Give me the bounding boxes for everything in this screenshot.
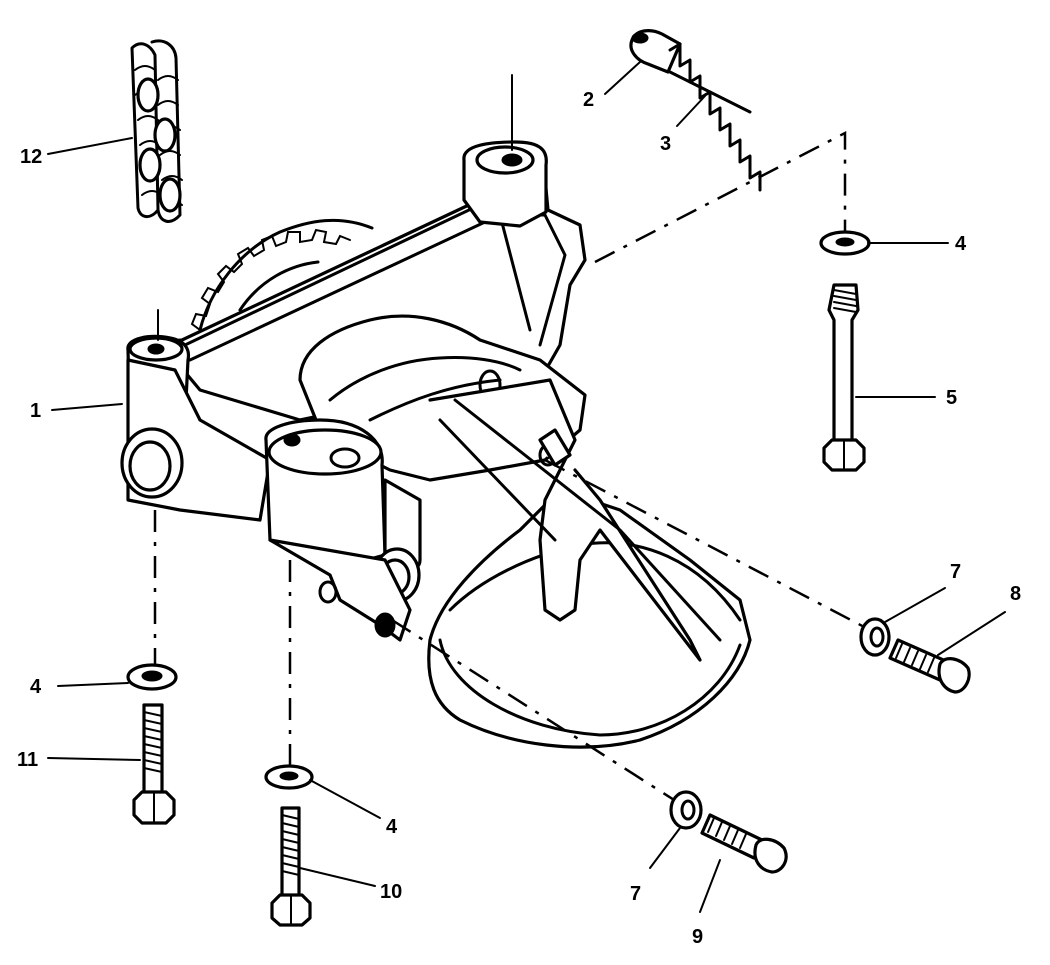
callout-4-left: 4: [30, 676, 42, 698]
relief-valve-plunger: [629, 29, 682, 74]
washer-top-right: [819, 230, 871, 256]
bolt-right-upper: [888, 638, 971, 694]
callout-4-top-right: 4: [955, 233, 967, 255]
oil-pump-body: [120, 140, 587, 642]
washer-right-upper: [859, 617, 891, 657]
callout-8: 8: [1010, 583, 1021, 605]
bolt-middle: [270, 806, 312, 927]
callout-12: 12: [20, 146, 42, 168]
callout-7-lower: 7: [630, 883, 641, 905]
callout-5: 5: [946, 387, 957, 409]
callout-9: 9: [692, 926, 703, 948]
callout-1: 1: [30, 400, 41, 422]
washer-middle: [264, 764, 314, 790]
callout-3: 3: [660, 133, 671, 155]
callout-leaders: [47, 61, 1006, 913]
bolt-left: [132, 703, 176, 825]
pump-stud: [822, 283, 866, 472]
washer-right-lower: [669, 790, 703, 830]
callout-4-middle: 4: [386, 816, 398, 838]
sprocket-gear: [190, 218, 374, 332]
relief-valve-spring: [668, 42, 762, 192]
bolt-right-lower: [700, 813, 788, 874]
callout-2: 2: [583, 89, 594, 111]
callout-7-upper: 7: [950, 561, 961, 583]
oil-pickup-screen: [427, 378, 752, 749]
callout-10: 10: [380, 881, 402, 903]
assembly-centerlines: [153, 74, 871, 807]
callout-11: 11: [17, 749, 38, 771]
washer-left: [126, 663, 178, 691]
drive-chain: [130, 39, 183, 223]
